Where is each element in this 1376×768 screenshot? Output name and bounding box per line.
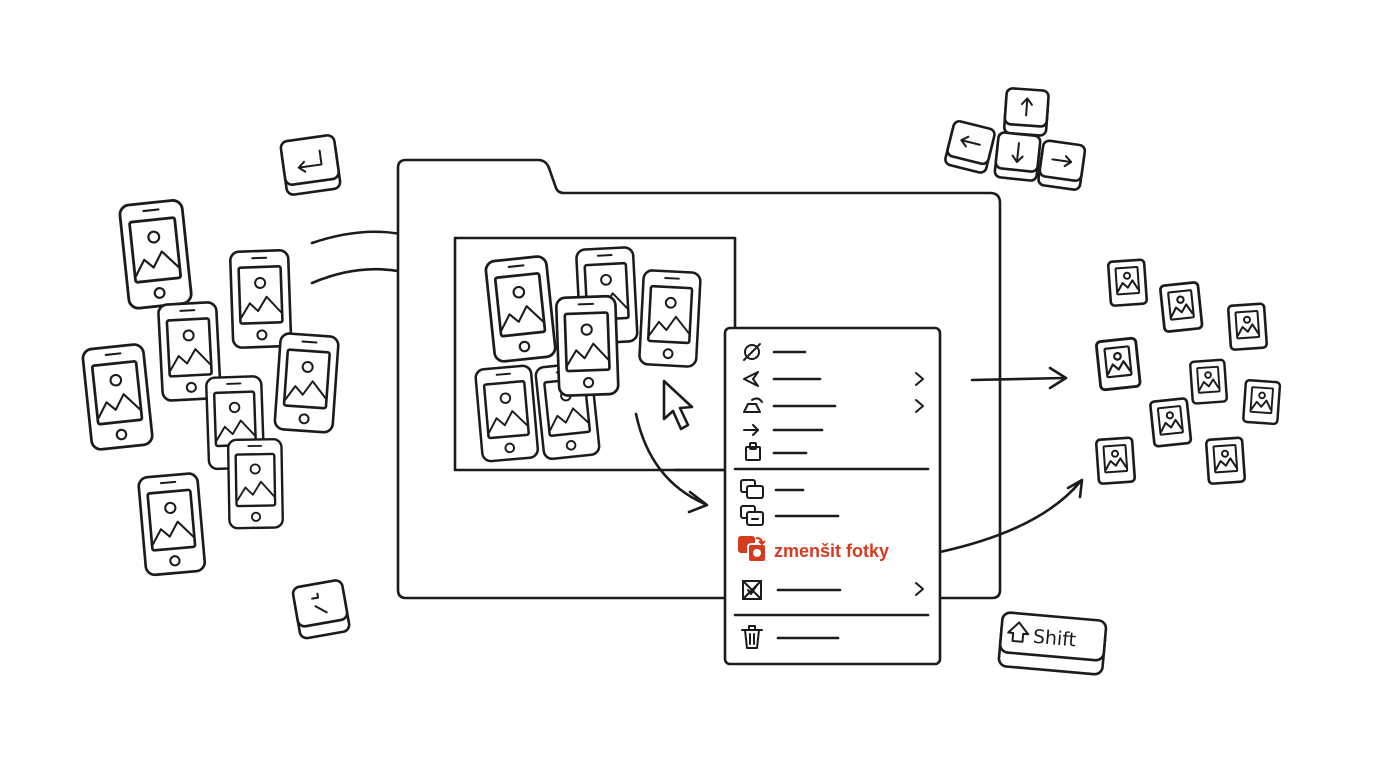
- up-arrow-key-icon: [1002, 87, 1050, 137]
- down-arrow-key-icon: [993, 131, 1042, 182]
- phone-photo-icon: [473, 363, 540, 464]
- mouse-cursor-icon: [662, 379, 694, 431]
- menu-item-4[interactable]: [743, 424, 824, 436]
- small-photo-icon: [1204, 436, 1247, 486]
- crossed-box-icon: [742, 580, 762, 600]
- menu-item-2[interactable]: [743, 371, 924, 387]
- menu-item-resize-photos[interactable]: zmenšit fotky: [738, 536, 889, 563]
- small-photo-icon: [1226, 302, 1269, 352]
- menu-item-1[interactable]: [743, 343, 807, 361]
- small-photo-icon: [1094, 436, 1137, 486]
- right-arrow-key-icon: [1037, 139, 1087, 191]
- trash-icon: [741, 625, 763, 649]
- small-photo-icon: [1158, 280, 1204, 334]
- menu-item-3[interactable]: [743, 397, 924, 413]
- small-photo-icon: [1106, 258, 1149, 308]
- shift-key-icon: Shift: [997, 611, 1108, 676]
- output-arrow: [970, 376, 1066, 382]
- phone-photo-icon: [117, 198, 194, 311]
- rotate-icon: [743, 397, 763, 413]
- enter-key-icon: [279, 134, 342, 196]
- tab-key-icon: [291, 579, 351, 640]
- small-photo-icon: [1148, 396, 1193, 448]
- move-arrow-icon: [743, 424, 759, 436]
- shift-key-label: Shift: [1032, 626, 1077, 652]
- resize-to-output-arrow: [938, 480, 1082, 554]
- share-icon: [743, 371, 759, 387]
- menu-item-resize-photos-label: zmenšit fotky: [774, 541, 889, 561]
- selection-to-menu-arrow: [634, 412, 707, 506]
- phone-photo-icon: [483, 254, 558, 364]
- small-photo-icon: [1241, 378, 1282, 426]
- menu-item-9[interactable]: [742, 580, 924, 600]
- left-arrow-key-icon: [944, 119, 996, 174]
- resized-photos-cluster: [1094, 258, 1282, 486]
- duplicate-icon: [740, 505, 764, 526]
- source-photos-cluster: [80, 198, 341, 577]
- phone-photo-icon: [226, 437, 285, 530]
- small-photo-icon: [1188, 358, 1229, 405]
- menu-item-10[interactable]: [741, 625, 840, 649]
- phone-photo-icon: [136, 471, 207, 577]
- context-menu: zmenšit fotky: [723, 326, 942, 666]
- menu-item-7[interactable]: [740, 505, 840, 526]
- arrow-keys-cluster: [944, 87, 1087, 191]
- phone-photo-icon: [273, 331, 341, 435]
- menu-item-5[interactable]: [745, 442, 808, 461]
- link-icon: [743, 343, 761, 361]
- phone-photo-icon: [80, 342, 155, 452]
- copy-icon: [740, 479, 764, 499]
- phone-photo-icon: [228, 248, 293, 350]
- phone-photo-icon: [554, 294, 620, 398]
- small-photo-icon: [1094, 336, 1142, 392]
- phone-photo-icon: [637, 268, 703, 369]
- clipboard-icon: [745, 442, 761, 461]
- menu-item-6[interactable]: [740, 479, 805, 499]
- resize-photos-icon: [738, 536, 767, 563]
